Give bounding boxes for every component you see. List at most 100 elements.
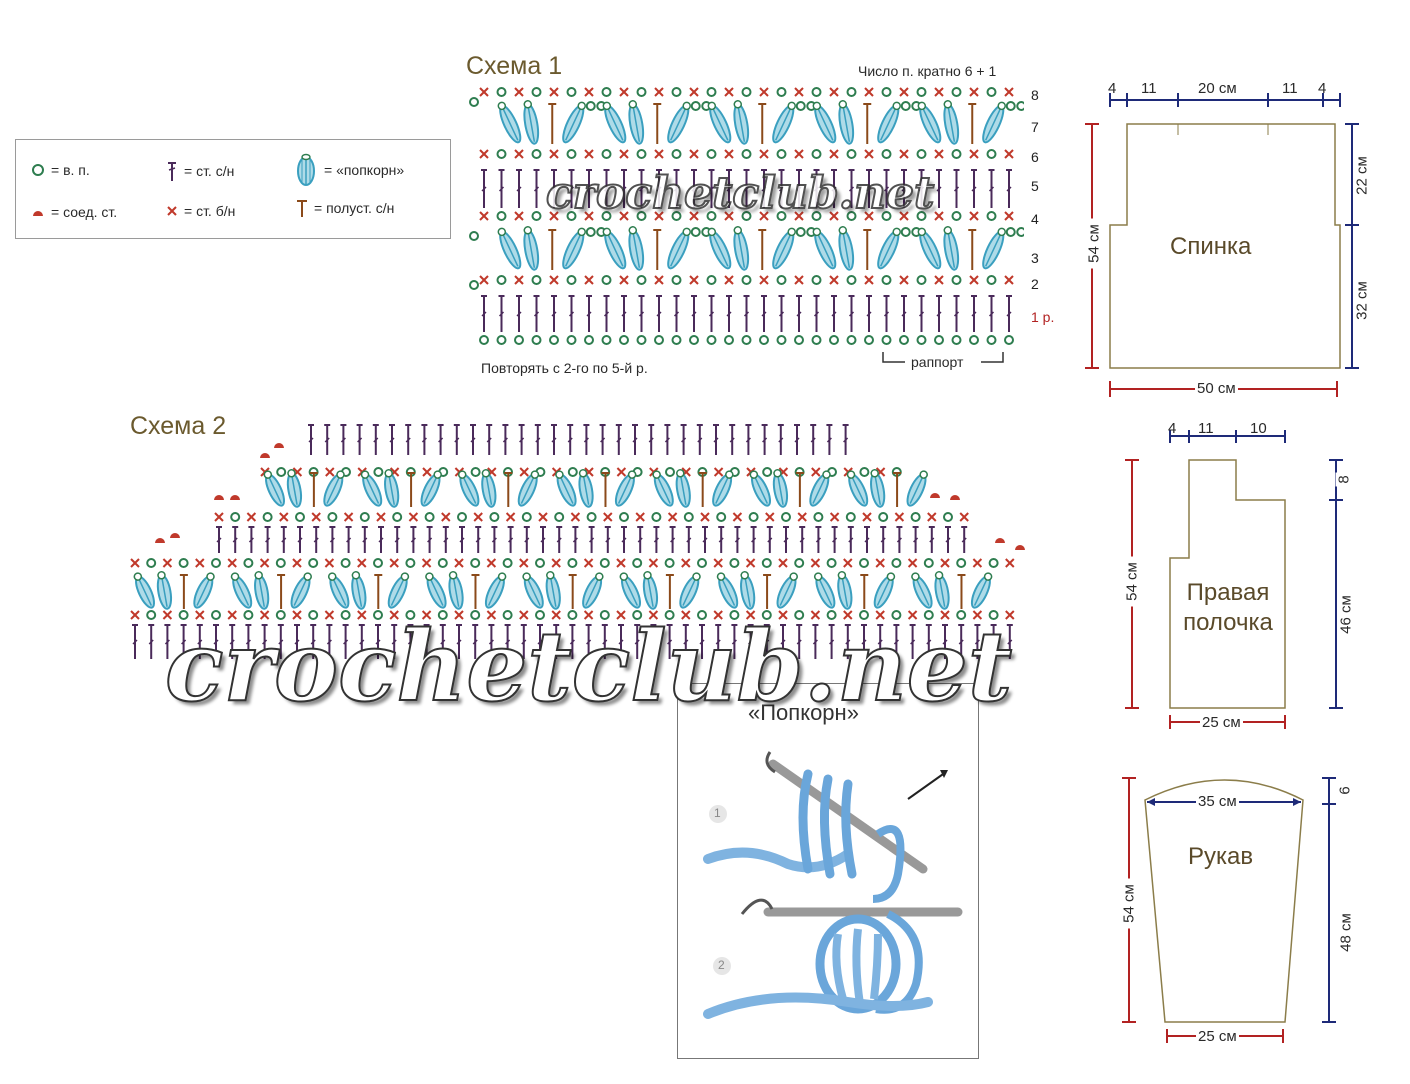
single-crochet <box>759 275 769 285</box>
popcorn-stitch <box>481 469 497 508</box>
double-crochet <box>356 424 363 455</box>
chain-stitch <box>469 280 479 290</box>
half-double-crochet <box>653 229 662 270</box>
single-crochet <box>829 211 839 221</box>
double-crochet <box>533 169 540 208</box>
half-double-crochet <box>504 472 513 507</box>
popcorn-stitch <box>230 572 253 609</box>
back-width: 50 см <box>1195 380 1238 397</box>
single-crochet <box>583 558 594 568</box>
double-crochet <box>778 169 785 208</box>
back-dim-top: 11 <box>1141 80 1157 97</box>
double-crochet <box>567 424 574 455</box>
chain-stitch <box>327 512 338 522</box>
double-crochet <box>669 526 676 553</box>
back-upper: 22 см <box>1353 150 1371 201</box>
chain-stitch <box>900 227 911 237</box>
single-crochet <box>713 558 723 568</box>
chain-stitch <box>729 558 740 568</box>
chain-stitch <box>845 512 856 522</box>
chain-stitch <box>934 335 944 345</box>
single-crochet <box>195 558 205 568</box>
chain-stitch <box>308 610 319 620</box>
single-crochet <box>473 512 483 522</box>
double-crochet <box>498 169 505 208</box>
double-crochet <box>486 424 493 455</box>
double-crochet <box>540 526 546 553</box>
sleeve-bottom-width: 25 см <box>1196 1028 1239 1045</box>
single-crochet <box>635 512 645 522</box>
double-crochet <box>974 624 981 659</box>
single-crochet <box>619 211 629 221</box>
popcorn-stitch <box>484 572 507 609</box>
double-crochet <box>516 295 522 332</box>
single-crochet <box>689 275 699 285</box>
slip-stitch <box>170 533 180 538</box>
half-double-crochet <box>407 472 416 507</box>
chain-stitch <box>405 610 416 620</box>
chain-stitch <box>776 335 787 345</box>
chain-stitch <box>761 610 772 620</box>
half-double-crochet <box>374 574 383 609</box>
chain-stitch <box>531 211 542 221</box>
back-dim-top: 4 <box>1108 80 1117 97</box>
row-label: 5 <box>1031 178 1039 194</box>
double-crochet <box>148 624 155 659</box>
chain-stitch <box>899 335 909 345</box>
single-crochet <box>689 149 699 159</box>
popcorn-stitch <box>562 101 586 144</box>
double-crochet <box>245 624 252 659</box>
rapport-label: раппорт <box>911 354 964 370</box>
chain-stitch <box>916 87 927 97</box>
double-crochet <box>953 169 960 208</box>
chain-stitch <box>859 610 869 620</box>
single-crochet <box>1004 149 1014 159</box>
double-crochet <box>568 169 575 208</box>
double-crochet <box>691 169 697 208</box>
double-crochet <box>708 169 715 208</box>
chain-stitch <box>916 149 927 159</box>
chain-stitch <box>951 335 962 345</box>
chain-stitch <box>262 512 273 522</box>
double-crochet <box>896 526 903 553</box>
double-crochet <box>925 624 932 659</box>
double-crochet <box>423 624 430 659</box>
chain-stitch <box>601 335 612 345</box>
double-crochet <box>294 624 300 659</box>
double-crochet <box>864 526 870 553</box>
single-crochet <box>864 149 874 159</box>
popcorn-icon <box>297 153 315 186</box>
double-crochet <box>673 295 680 332</box>
double-crochet <box>726 169 732 208</box>
popcorn-stitch <box>578 469 594 508</box>
chain-stitch <box>437 558 448 568</box>
single-crochet <box>479 149 489 159</box>
single-crochet <box>1004 275 1014 285</box>
chain-stitch <box>373 558 383 568</box>
chain-stitch <box>986 149 997 159</box>
double-crochet <box>708 295 715 332</box>
double-crochet <box>747 624 754 659</box>
single-crochet <box>745 610 756 620</box>
double-crochet <box>685 526 692 553</box>
single-crochet <box>538 512 548 522</box>
single-crochet <box>519 558 529 568</box>
single-crochet <box>689 87 699 97</box>
popcorn-stitch <box>448 571 464 610</box>
double-crochet <box>1006 624 1013 659</box>
chain-stitch <box>275 558 286 568</box>
chain-stitch <box>601 275 612 285</box>
double-crochet <box>516 169 522 208</box>
chain-stitch <box>146 610 157 620</box>
double-crochet <box>893 624 900 659</box>
double-crochet <box>731 624 738 659</box>
double-crochet <box>229 624 236 659</box>
double-crochet <box>520 624 527 659</box>
double-crochet <box>551 295 557 332</box>
chain-stitch <box>761 558 772 568</box>
popcorn-stitch <box>286 469 303 508</box>
single-crochet <box>724 87 734 97</box>
chain-stitch <box>943 512 953 522</box>
chain-stitch <box>502 558 513 568</box>
double-crochet <box>883 295 890 332</box>
